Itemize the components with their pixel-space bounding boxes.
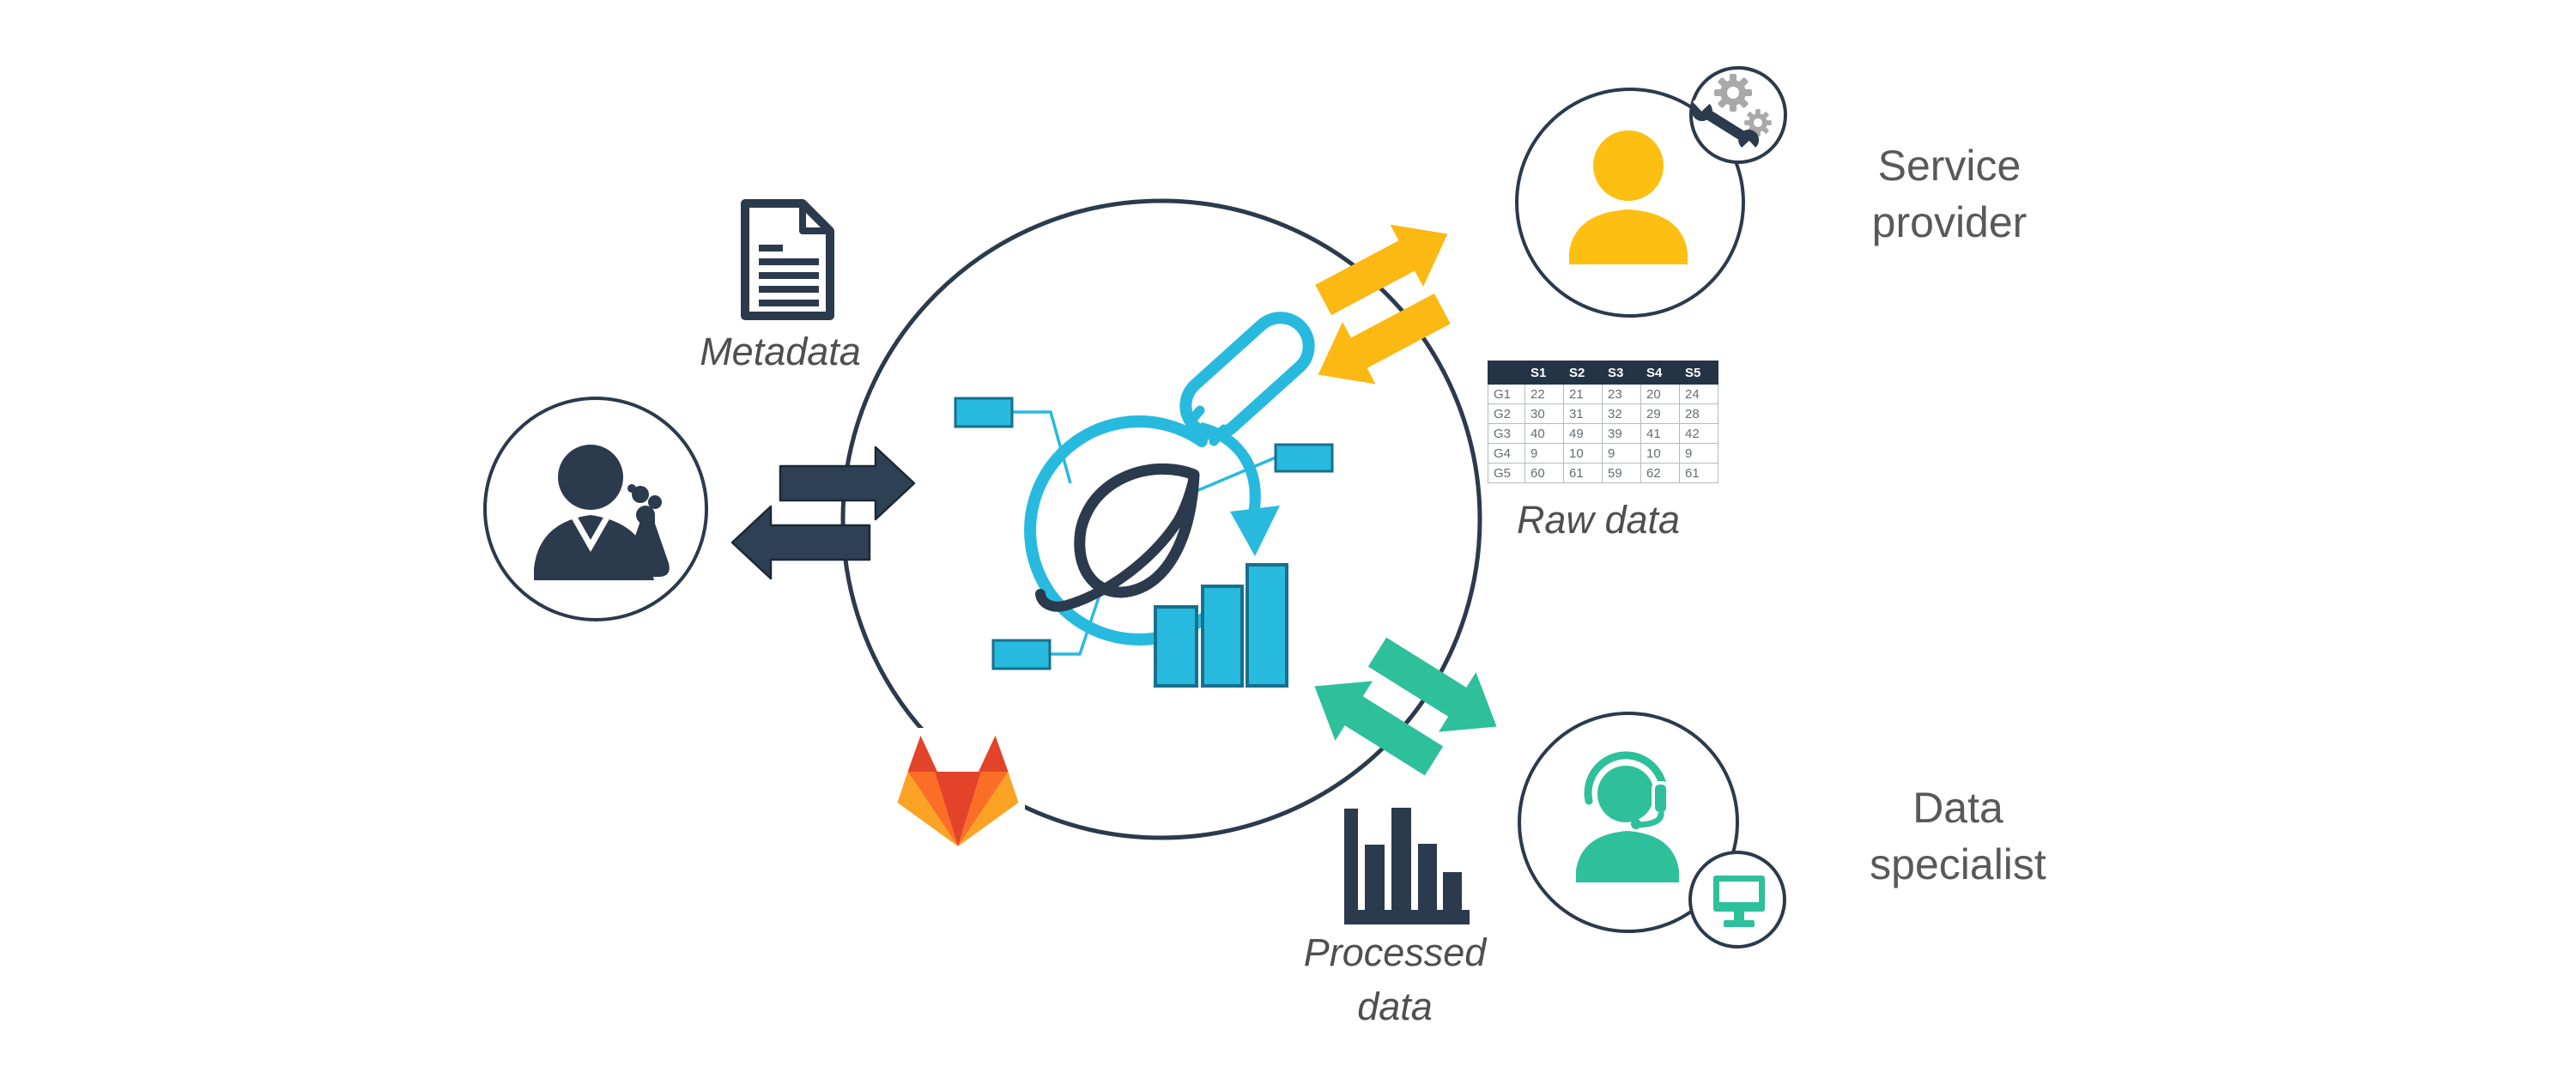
gear-icon	[1744, 109, 1772, 136]
table-header-cell: S2	[1563, 361, 1603, 385]
table-cell: 42	[1679, 423, 1718, 444]
row-label: G4	[1488, 443, 1525, 464]
table-header-row: S1 S2 S3 S4 S5	[1488, 361, 1718, 385]
raw-data-label: Raw data	[1516, 498, 1681, 542]
platform-circle	[840, 198, 1482, 840]
service-exchange-arrows	[1315, 224, 1451, 385]
arrow-up-left	[1314, 681, 1444, 776]
scientist-body	[534, 515, 654, 580]
table-cell: 28	[1679, 403, 1718, 424]
processed-data-label: Processed data	[1270, 925, 1519, 1033]
data-tag	[954, 397, 1014, 428]
row-label: G2	[1488, 403, 1525, 424]
data-specialist-label: Data specialist	[1808, 779, 2108, 893]
table-header-cell: S4	[1640, 361, 1680, 385]
headset-earcup	[1652, 781, 1670, 815]
arrow-down-left	[1318, 293, 1451, 385]
data-tag	[1274, 443, 1334, 473]
service-provider-label: Service provider	[1808, 137, 2091, 251]
metadata-document-icon	[741, 199, 834, 320]
scientist-collar	[570, 514, 611, 553]
table-row: G2 30 31 32 29 28	[1488, 403, 1718, 424]
table-row: G1 22 21 23 20 24	[1488, 384, 1718, 404]
headset-mic	[1637, 811, 1664, 828]
data-tag	[991, 639, 1052, 670]
leaf-icon	[1035, 463, 1200, 612]
table-cell: 32	[1602, 403, 1641, 424]
gears-wrench-badge	[1689, 66, 1787, 164]
table-row: G5 60 61 59 62 61	[1488, 463, 1718, 483]
table-cell: 31	[1563, 403, 1603, 424]
scientist-head	[558, 445, 623, 510]
row-label: G5	[1488, 463, 1525, 483]
agent-body	[1576, 831, 1679, 882]
table-cell: 23	[1602, 384, 1641, 404]
metadata-label: Metadata	[700, 330, 861, 373]
arrow-down-right	[1367, 637, 1497, 732]
agent-head	[1597, 766, 1654, 822]
table-cell: 10	[1640, 443, 1680, 464]
table-cell: 49	[1563, 423, 1603, 444]
table-cell: 29	[1640, 403, 1680, 424]
table-cell: 9	[1524, 443, 1564, 464]
person-body	[1569, 209, 1688, 264]
table-header-cell: S3	[1602, 361, 1641, 385]
table-cell: 24	[1679, 384, 1718, 404]
magnifier-leaf-barchart-icon	[954, 312, 1334, 688]
wrench-icon	[1691, 94, 1760, 159]
rising-bar-chart-icon	[1154, 563, 1288, 688]
researcher-icon	[483, 397, 708, 621]
table-cell: 10	[1563, 443, 1603, 464]
service-provider-label-line2: provider	[1871, 198, 2027, 246]
raw-data-table: S1 S2 S3 S4 S5 G1 22 21 23 20 24 G2 30 3…	[1488, 361, 1718, 483]
person-head	[1593, 130, 1664, 201]
row-label: G3	[1488, 423, 1525, 444]
table-header-cell: S1	[1524, 361, 1564, 385]
row-label: G1	[1488, 384, 1525, 404]
table-cell: 41	[1640, 423, 1680, 444]
arrow-right	[779, 445, 916, 521]
arrow-left	[730, 505, 871, 580]
specialist-exchange-arrows	[1314, 637, 1497, 776]
table-cell: 61	[1563, 463, 1603, 483]
data-specialist-label-line2: specialist	[1870, 840, 2046, 888]
data-specialist-icon	[1518, 712, 1786, 949]
table-row: G4 9 10 9 10 9	[1488, 443, 1718, 464]
table-header-cell	[1488, 361, 1525, 385]
table-cell: 39	[1602, 423, 1641, 444]
table-cell: 62	[1640, 463, 1680, 483]
table-cell: 21	[1563, 384, 1603, 404]
table-row: G3 40 49 39 41 42	[1488, 423, 1718, 444]
table-cell: 9	[1602, 443, 1641, 464]
table-cell: 9	[1679, 443, 1718, 464]
monitor-badge	[1688, 851, 1786, 949]
table-cell: 61	[1679, 463, 1718, 483]
service-provider-icon	[1515, 66, 1787, 318]
arrow-up-right	[1315, 224, 1448, 316]
table-cell: 59	[1602, 463, 1641, 483]
gitlab-logo	[891, 728, 1025, 853]
gear-icon	[1714, 74, 1752, 112]
data-specialist-label-line1: Data	[1912, 784, 2003, 832]
table-cell: 22	[1524, 384, 1564, 404]
table-cell: 40	[1524, 423, 1564, 444]
table-cell: 60	[1524, 463, 1564, 483]
service-provider-label-line1: Service	[1877, 142, 2021, 190]
flask-icon	[625, 484, 670, 577]
table-header-cell: S5	[1679, 361, 1718, 385]
table-cell: 30	[1524, 403, 1564, 424]
researcher-exchange-arrows	[730, 445, 916, 580]
processed-data-label-line2: data	[1357, 985, 1433, 1028]
table-cell: 20	[1640, 384, 1680, 404]
processed-data-icon	[1344, 808, 1470, 924]
processed-data-label-line1: Processed	[1303, 930, 1487, 974]
